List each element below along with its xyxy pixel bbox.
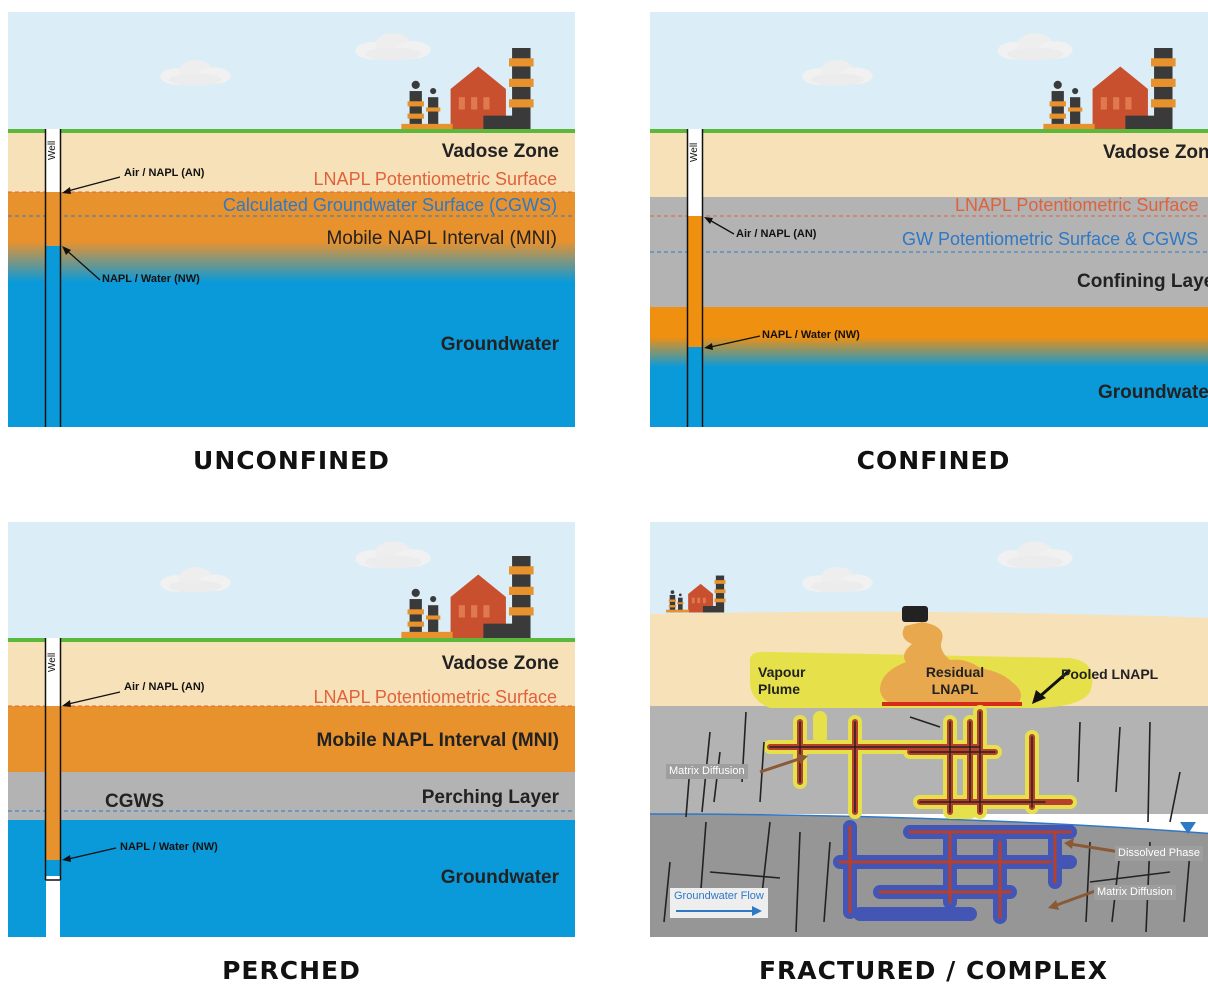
flow-arrow-icon xyxy=(676,906,762,917)
pooled-lnapl-label: Pooled LNAPL xyxy=(1061,666,1159,682)
groundwater-label: Groundwater xyxy=(440,334,559,355)
well-water xyxy=(688,347,702,427)
lower-fracture-network xyxy=(833,820,1077,924)
fractured-diagram xyxy=(650,522,1208,937)
confined-diagram xyxy=(650,12,1208,427)
lnapl-surface-label: LNAPL Potentiometric Surface xyxy=(313,169,557,189)
confining-layer-label: Confining Layer xyxy=(1077,271,1208,292)
ground-surface xyxy=(8,129,575,133)
vadose-zone-label: Vadose Zone xyxy=(441,653,559,674)
nw-label: NAPL / Water (NW) xyxy=(120,841,218,853)
well-napl xyxy=(688,216,702,347)
caption-confined: CONFINED xyxy=(856,446,1011,475)
lnapl-surface-label: LNAPL Potentiometric Surface xyxy=(955,195,1199,215)
well-label: Well xyxy=(47,652,58,672)
matrix-diffusion-arrow xyxy=(759,756,803,774)
caption-fractured: FRACTURED / COMPLEX xyxy=(758,956,1109,985)
caption-unconfined: UNCONFINED xyxy=(193,446,390,475)
well-napl xyxy=(46,706,60,860)
perched-diagram xyxy=(8,522,575,937)
water-table-icon xyxy=(1180,822,1196,834)
an-arrow xyxy=(63,691,121,706)
panel-perched: Well Vadose Zone LNAPL Potentiometric Su… xyxy=(8,522,575,937)
napl-layer xyxy=(8,192,575,282)
nw-arrow xyxy=(63,847,117,861)
matrix-diffusion-lower-arrow xyxy=(1053,888,1099,908)
unconfined-diagram xyxy=(8,12,575,427)
groundwater-layer xyxy=(650,367,1208,427)
an-arrow xyxy=(63,176,121,193)
perching-layer xyxy=(8,772,575,820)
nw-arrow xyxy=(705,335,761,349)
sky xyxy=(650,522,1208,622)
residual-lnapl xyxy=(880,622,1021,704)
vadose-layer xyxy=(8,642,575,706)
nw-arrow xyxy=(63,247,101,281)
residual-lnapl-label: Residual LNAPL xyxy=(925,664,985,697)
cgws-label: Calculated Groundwater Surface (CGWS) xyxy=(222,195,557,215)
ground-surface xyxy=(650,129,1208,133)
groundwater-label: Groundwater xyxy=(440,867,559,888)
vadose-layer xyxy=(650,133,1208,197)
nw-label: NAPL / Water (NW) xyxy=(762,329,860,341)
well-label: Well xyxy=(689,142,700,162)
dissolved-phase-label: Dissolved Phase xyxy=(1115,846,1203,862)
well-water xyxy=(46,246,60,427)
well-label: Well xyxy=(47,140,58,160)
groundwater-layer xyxy=(8,282,575,427)
ground-surface xyxy=(8,638,575,642)
groundwater-label: Groundwater xyxy=(1098,382,1208,403)
well-water xyxy=(46,860,60,876)
vapour-plume-label: Vapour Plume xyxy=(758,664,806,697)
dissolved-arrow xyxy=(1069,842,1121,854)
caption-perched: PERCHED xyxy=(222,956,361,985)
matrix-diffusion-upper-label: Matrix Diffusion xyxy=(666,764,748,780)
panel-unconfined: Well Vadose Zone LNAPL Potentiometric Su… xyxy=(8,12,575,427)
groundwater-flow-text: Groundwater Flow xyxy=(674,890,764,902)
an-label: Air / NAPL (AN) xyxy=(124,167,205,179)
panel-confined: Well Vadose Zone LNAPL Potentiometric Su… xyxy=(650,12,1208,427)
napl-layer xyxy=(8,706,575,772)
groundwater-flow-label: Groundwater Flow xyxy=(670,888,768,919)
vadose-zone-label: Vadose Zone xyxy=(1103,142,1208,163)
vadose-zone-label: Vadose Zone xyxy=(441,141,559,162)
mni-label: Mobile NAPL Interval (MNI) xyxy=(316,730,559,751)
matrix-diffusion-lower-label: Matrix Diffusion xyxy=(1094,885,1176,901)
pooled-arrow xyxy=(1037,668,1071,700)
napl-layer xyxy=(650,307,1208,367)
upper-fracture-network xyxy=(763,705,1077,819)
panel-fractured: Vapour Plume Residual LNAPL Pooled LNAPL… xyxy=(650,522,1208,937)
gw-surface-label: GW Potentiometric Surface & CGWS xyxy=(902,229,1199,249)
groundwater-layer xyxy=(8,820,575,937)
cgws-label: CGWS xyxy=(105,791,165,812)
pooled-lnapl-line xyxy=(882,702,1022,706)
drum-icon xyxy=(902,606,928,622)
well-napl xyxy=(46,192,60,246)
water-table xyxy=(650,813,1208,835)
nw-label: NAPL / Water (NW) xyxy=(102,273,200,285)
perching-layer-label: Perching Layer xyxy=(421,787,559,808)
lnapl-surface-label: LNAPL Potentiometric Surface xyxy=(313,687,557,707)
mni-label: Mobile NAPL Interval (MNI) xyxy=(326,228,557,249)
an-label: Air / NAPL (AN) xyxy=(124,681,205,693)
an-label: Air / NAPL (AN) xyxy=(736,228,817,240)
